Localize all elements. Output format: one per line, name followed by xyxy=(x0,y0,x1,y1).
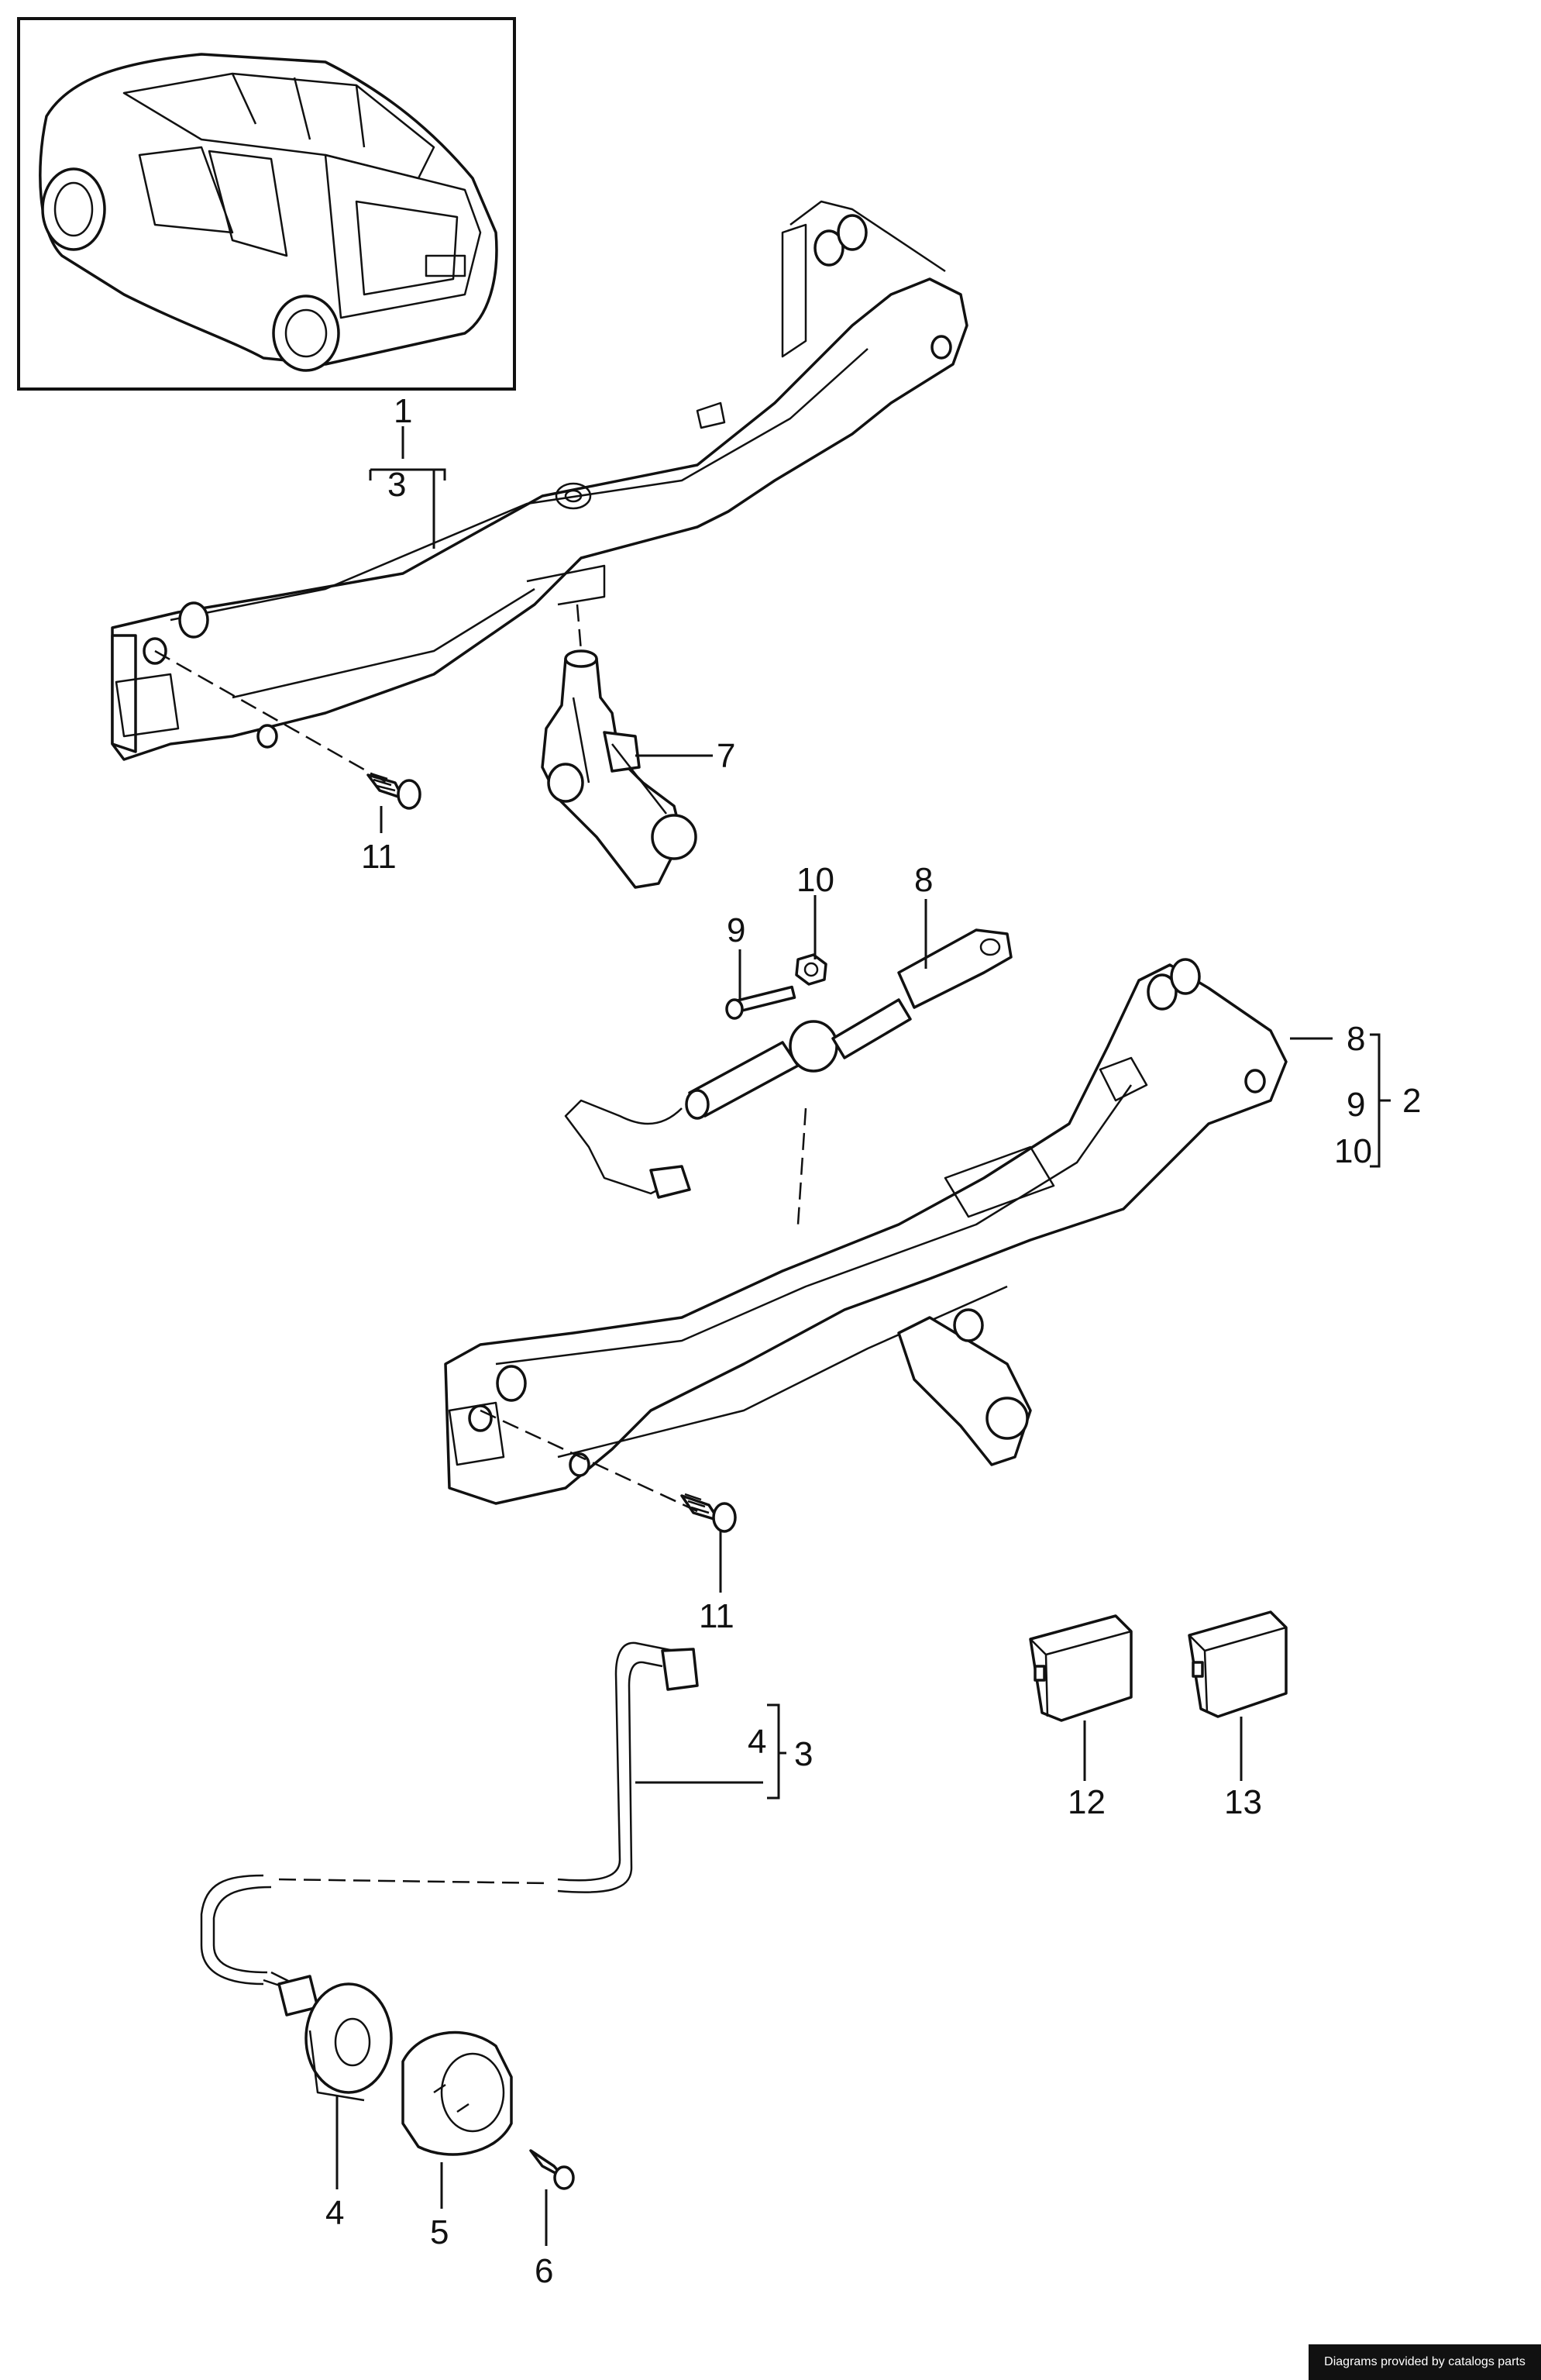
callout-5: 5 xyxy=(430,2213,449,2251)
callout-6: 6 xyxy=(535,2252,553,2290)
callout-2: 2 xyxy=(1402,1082,1421,1120)
callout-12: 12 xyxy=(1068,1783,1106,1821)
trailer-socket xyxy=(401,2030,513,2156)
callout-8: 8 xyxy=(914,861,933,899)
callout-9: 9 xyxy=(727,911,745,949)
wiring-harness xyxy=(200,1641,699,2017)
assembly-lines xyxy=(154,604,807,1885)
vehicle-overview-inset xyxy=(17,17,516,391)
suv-illustration xyxy=(39,53,498,372)
tow-bar-beam-upper xyxy=(111,200,968,761)
detachable-ball-neck xyxy=(541,649,697,889)
callout-8-group: 8 xyxy=(1347,1020,1365,1058)
callout-10: 10 xyxy=(796,861,834,899)
callout-3-lower: 3 xyxy=(794,1735,813,1773)
bolt-upper xyxy=(366,772,421,810)
callout-10-group: 10 xyxy=(1334,1132,1372,1170)
diagram-credit: Diagrams provided by catalogs parts xyxy=(1309,2344,1541,2380)
callout-4-harness: 4 xyxy=(748,1723,766,1761)
callout-11-lower: 11 xyxy=(699,1597,734,1635)
screw-6 xyxy=(529,2149,575,2190)
tow-bar-beam-lower xyxy=(444,958,1288,1505)
cover-cap-13 xyxy=(1188,1610,1288,1718)
socket-gasket-plate xyxy=(304,1982,393,2102)
callout-3-upper: 3 xyxy=(387,466,406,504)
callout-7: 7 xyxy=(717,737,735,775)
bolt-lower xyxy=(680,1493,737,1533)
callout-4-socket: 4 xyxy=(325,2194,344,2232)
nut-10 xyxy=(795,953,827,986)
cover-cap-12 xyxy=(1029,1614,1133,1722)
callout-13: 13 xyxy=(1224,1783,1262,1821)
callout-9-group: 9 xyxy=(1347,1086,1365,1124)
callout-labels: 1 3 7 11 10 9 8 8 9 10 2 11 4 3 12 13 4 … xyxy=(325,392,1421,2290)
actuator-8 xyxy=(564,928,1013,1199)
callout-1: 1 xyxy=(394,392,412,430)
callout-11-upper: 11 xyxy=(361,838,397,876)
bolt-9 xyxy=(725,985,796,1020)
leader-lines xyxy=(335,426,1391,2246)
